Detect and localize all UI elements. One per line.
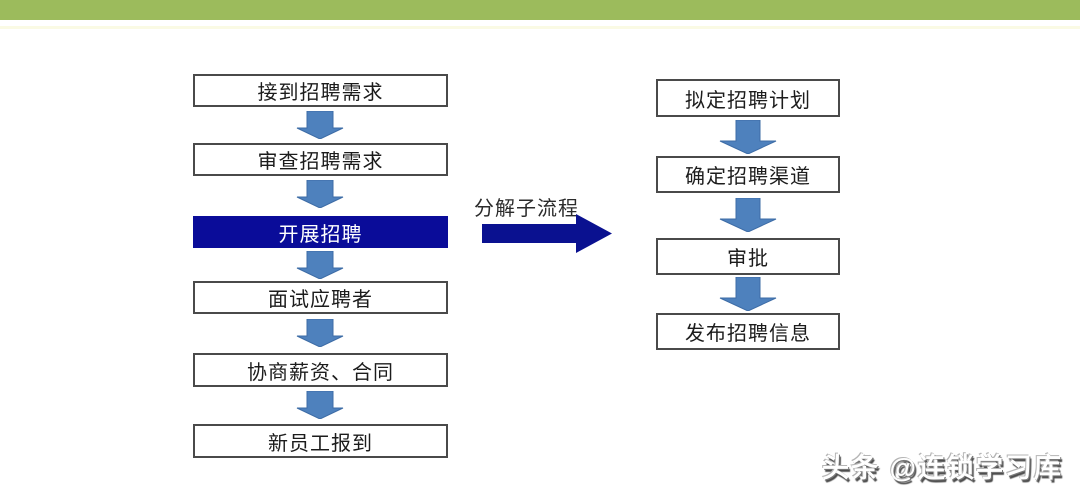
big-right-arrow-icon — [482, 214, 612, 253]
down-arrow-icon — [719, 198, 777, 232]
step-receive-request: 接到招聘需求 — [193, 74, 448, 107]
connector-label: 分解子流程 — [474, 198, 579, 220]
down-arrow-icon — [719, 120, 777, 154]
substep-approval: 审批 — [656, 238, 840, 275]
step-review-request: 审查招聘需求 — [193, 143, 448, 176]
down-arrow-icon — [296, 111, 344, 139]
step-interview: 面试应聘者 — [193, 281, 448, 314]
watermark-text: 头条 @连锁学习库 — [822, 453, 1063, 483]
step-negotiate: 协商薪资、合同 — [193, 353, 448, 387]
step-onboard: 新员工报到 — [193, 424, 448, 458]
header-accent-line — [0, 26, 1080, 29]
down-arrow-icon — [719, 277, 777, 311]
header-green-bar — [0, 0, 1080, 20]
substep-draft-plan: 拟定招聘计划 — [656, 79, 840, 117]
step-conduct-recruiting: 开展招聘 — [193, 216, 448, 248]
down-arrow-icon — [296, 251, 344, 279]
down-arrow-icon — [296, 319, 344, 347]
substep-choose-channels: 确定招聘渠道 — [656, 156, 840, 193]
down-arrow-icon — [296, 391, 344, 419]
down-arrow-icon — [296, 180, 344, 208]
substep-publish-info: 发布招聘信息 — [656, 313, 840, 350]
